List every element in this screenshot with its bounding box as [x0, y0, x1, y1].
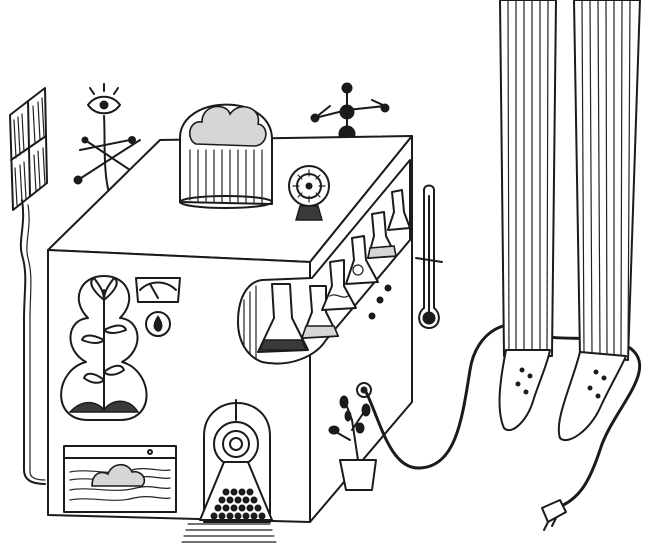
- person-legs: [498, 0, 641, 441]
- solar-cable: [19, 199, 46, 485]
- flask-1-icon: [257, 283, 309, 353]
- potted-plant-icon: [328, 395, 377, 491]
- cloud-icon: [189, 105, 267, 147]
- cloud-reflection-icon: [91, 463, 146, 487]
- solar-cable-inner: [26, 204, 46, 481]
- solar-panel: [9, 87, 48, 211]
- flask-6-icon: [387, 189, 411, 231]
- right-shoe-icon: [557, 351, 627, 441]
- drop-indicator-icon: [145, 311, 171, 337]
- plant-jar: [60, 275, 148, 421]
- crystal-ball-icon: [288, 165, 330, 221]
- plug-icon: [541, 499, 567, 523]
- flask-cabinet: [237, 159, 411, 365]
- pond-window: [63, 445, 177, 513]
- thermometer-icon: [415, 184, 443, 329]
- pressure-gauge-icon: [135, 277, 181, 303]
- conveyor-strip: [181, 523, 277, 543]
- cloud-dome: [179, 103, 273, 209]
- seed-pile-icon: [210, 488, 266, 520]
- arched-door: [199, 399, 273, 523]
- flask-3-icon: [321, 259, 357, 311]
